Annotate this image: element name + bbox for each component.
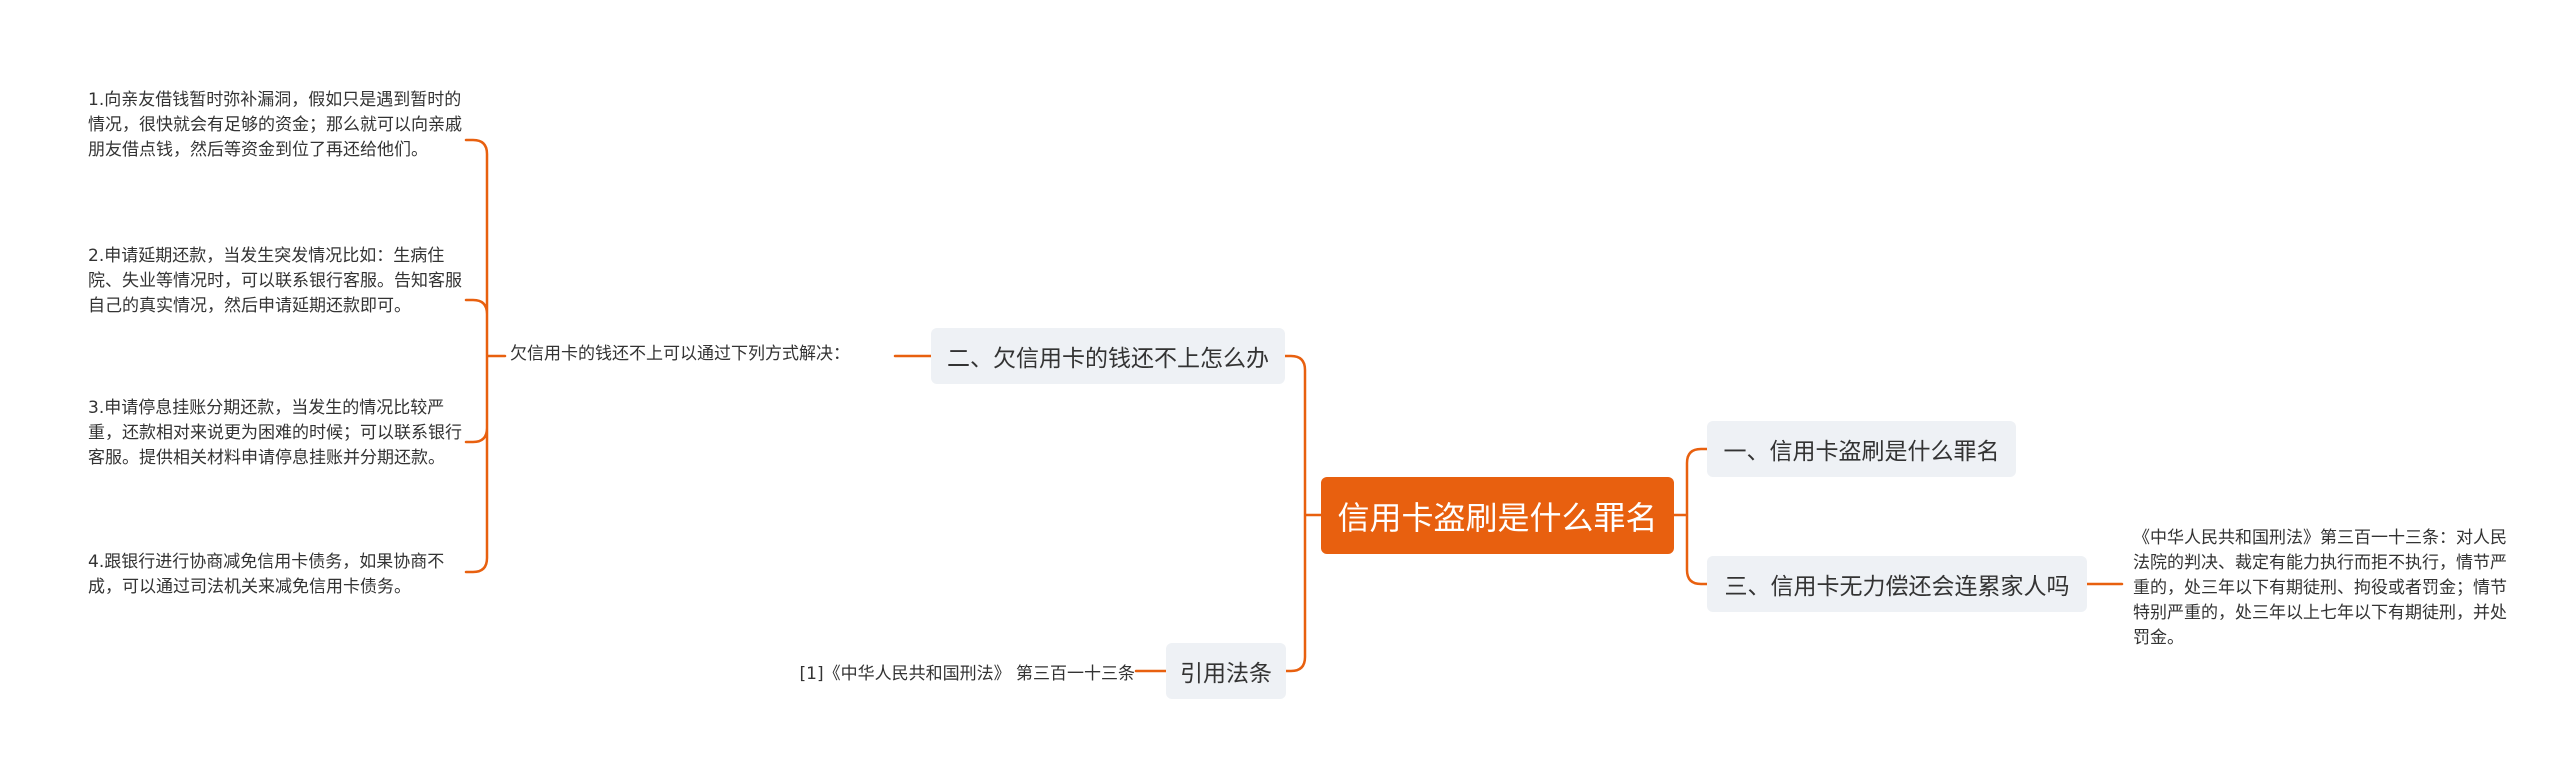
branch-cited-law[interactable]: 引用法条 (1166, 643, 1286, 699)
branch-repay-methods[interactable]: 二、欠信用卡的钱还不上怎么办 (931, 328, 1285, 384)
branch-crime-name[interactable]: 一、信用卡盗刷是什么罪名 (1707, 421, 2016, 477)
branch-family-liability[interactable]: 三、信用卡无力偿还会连累家人吗 (1707, 556, 2087, 612)
leaf-method-2[interactable]: 2.申请延期还款，当发生突发情况比如：生病住院、失业等情况时，可以联系银行客服。… (88, 246, 462, 316)
root-topic[interactable]: 信用卡盗刷是什么罪名 (1321, 477, 1674, 554)
leaf-method-1[interactable]: 1.向亲友借钱暂时弥补漏洞，假如只是遇到暂时的情况，很快就会有足够的资金；那么就… (88, 90, 462, 160)
connector-root-right (1672, 447, 1709, 586)
leaf-intro[interactable]: 欠信用卡的钱还不上可以通过下列方式解决： (510, 344, 850, 364)
leaf-method-3[interactable]: 3.申请停息挂账分期还款，当发生的情况比较严重，还款相对来说更为困难的时候；可以… (88, 398, 462, 468)
leaf-citation[interactable]: [1]《中华人民共和国刑法》 第三百一十三条 (799, 664, 1135, 684)
leaf-method-4[interactable]: 4.跟银行进行协商减免信用卡债务，如果协商不成，可以通过司法机关来减免信用卡债务… (88, 552, 445, 597)
leaf-law-text[interactable]: 《中华人民共和国刑法》第三百一十三条：对人民法院的判决、裁定有能力执行而拒不执行… (2133, 528, 2507, 648)
connector-root-left (1283, 354, 1323, 673)
connector-intro-methods (464, 138, 507, 574)
